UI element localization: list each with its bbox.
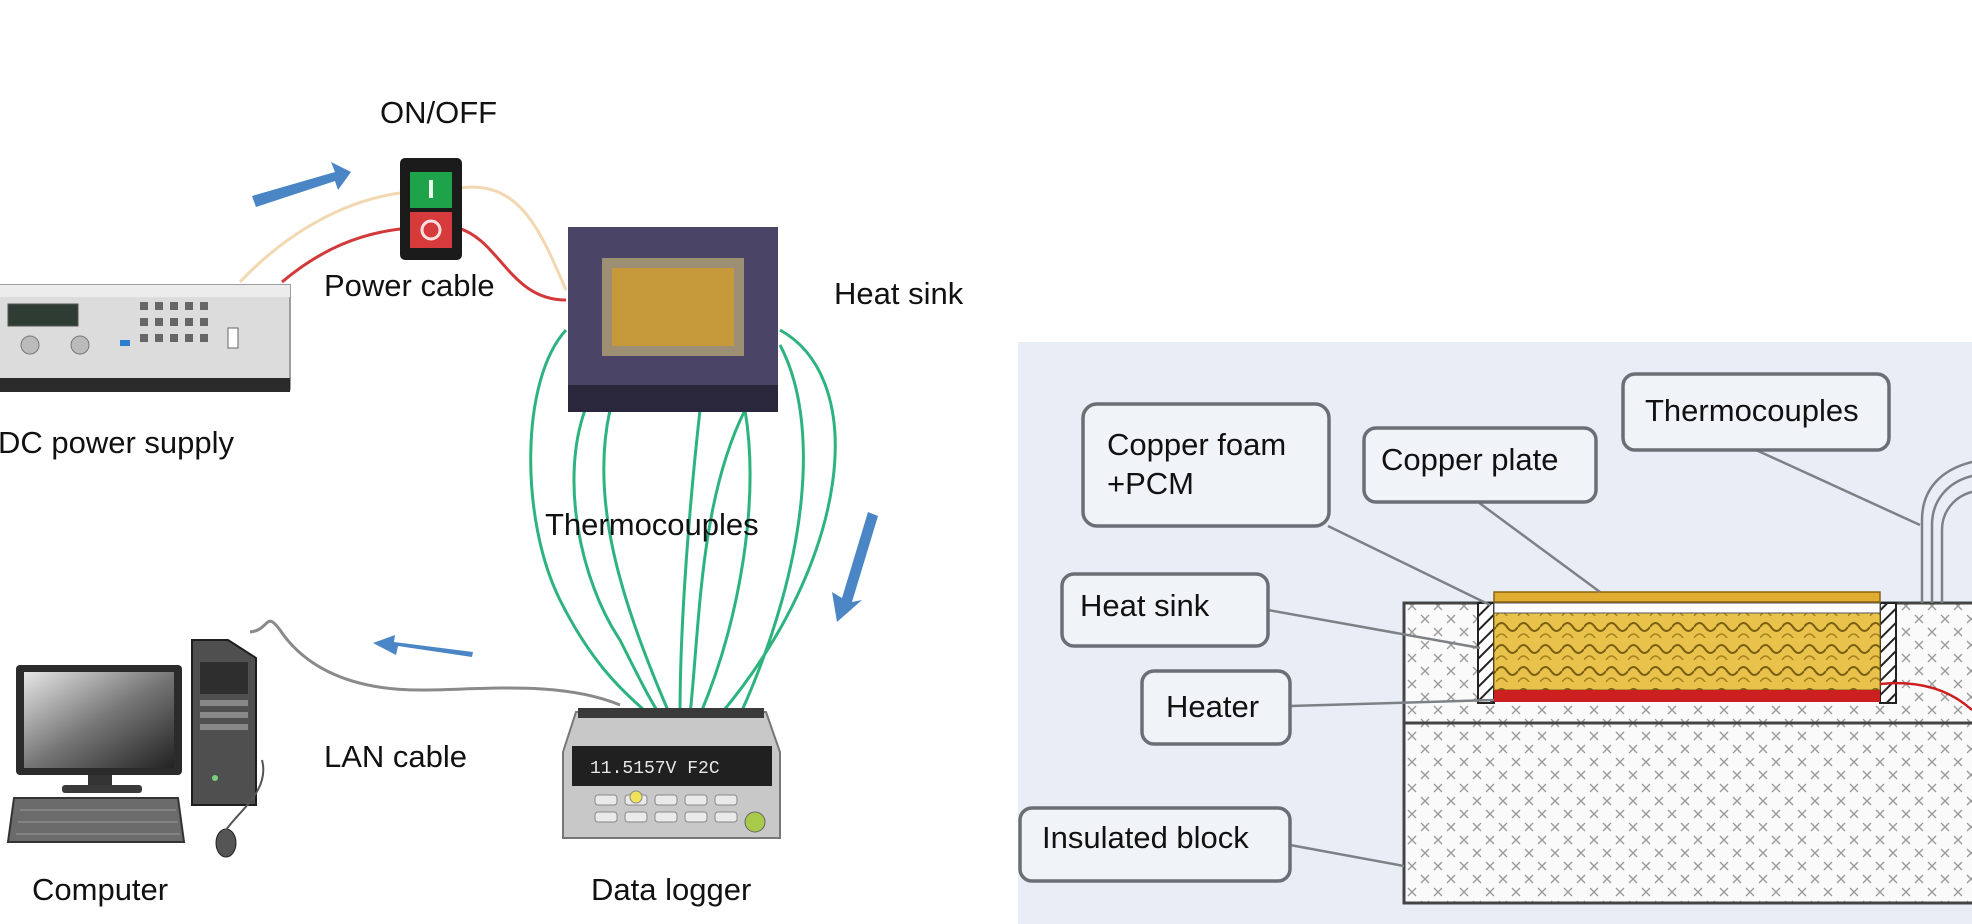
- computer: [6, 639, 265, 858]
- data-logger-display-text: 11.5157V F2C: [590, 759, 720, 779]
- thermocouple-wires: [529, 328, 837, 717]
- tc-wire-2: [1930, 474, 1972, 603]
- power-wire-beige: [238, 185, 568, 291]
- copper-foam-label-line1: Copper foam: [1107, 427, 1286, 462]
- cs-thermocouples-label: Thermocouples: [1645, 393, 1859, 428]
- flow-arrow-to-switch: [252, 162, 351, 207]
- lan-cable: [249, 619, 621, 707]
- dc-power-supply-label: DC power supply: [0, 425, 235, 460]
- data-logger: 11.5157V F2C: [562, 708, 781, 839]
- flow-arrow-to-computer: [373, 635, 473, 657]
- copper-plate-label: Copper plate: [1381, 442, 1559, 477]
- power-wire-red: [281, 226, 567, 302]
- flow-arrow-to-logger: [832, 512, 878, 622]
- copper-foam-pcm-shape: [1493, 611, 1881, 691]
- heat-sink-wall-left: [1477, 602, 1495, 704]
- callout-insulated-block: [1018, 806, 1292, 883]
- dc-power-supply: [0, 284, 291, 392]
- callout-heat-sink: [1060, 572, 1270, 648]
- data-logger-label: Data logger: [591, 872, 751, 907]
- setup-schematic: 11.5157V F2C: [0, 95, 964, 907]
- power-cable-label: Power cable: [324, 268, 495, 303]
- leader-heater: [1289, 698, 1495, 708]
- leader-copper-foam: [1327, 524, 1491, 607]
- thermocouples-label: Thermocouples: [545, 507, 759, 542]
- cs-heat-sink-label: Heat sink: [1080, 588, 1210, 623]
- callout-heater: [1140, 669, 1292, 746]
- on-off-label: ON/OFF: [380, 95, 497, 130]
- computer-label: Computer: [32, 872, 168, 907]
- insulated-block-label: Insulated block: [1042, 820, 1249, 855]
- heater-shape: [1494, 690, 1880, 702]
- heat-sink-assembly: [568, 227, 778, 412]
- lan-cable-label: LAN cable: [324, 739, 467, 774]
- leader-insulated-block: [1289, 843, 1405, 868]
- tc-wire-1: [1920, 460, 1972, 603]
- leader-thermocouples: [1755, 448, 1921, 527]
- leader-heat-sink: [1267, 608, 1481, 650]
- tc-wire-3: [1940, 490, 1972, 603]
- callout-copper-foam: [1081, 402, 1331, 528]
- on-off-switch: [400, 158, 462, 260]
- copper-foam-top-band: [1493, 602, 1881, 614]
- leader-copper-plate: [1477, 500, 1601, 594]
- heat-sink-label: Heat sink: [834, 276, 964, 311]
- callout-thermocouples: [1621, 372, 1891, 452]
- heater-wire: [1879, 681, 1972, 711]
- copper-foam-label-line2: +PCM: [1107, 466, 1194, 501]
- copper-plate-shape: [1493, 591, 1881, 603]
- heat-sink-wall-right: [1879, 602, 1897, 704]
- callout-copper-plate: [1362, 426, 1598, 504]
- heater-label: Heater: [1166, 689, 1259, 724]
- cross-section-panel: Copper foam +PCM Copper plate Thermocoup…: [1018, 342, 1972, 924]
